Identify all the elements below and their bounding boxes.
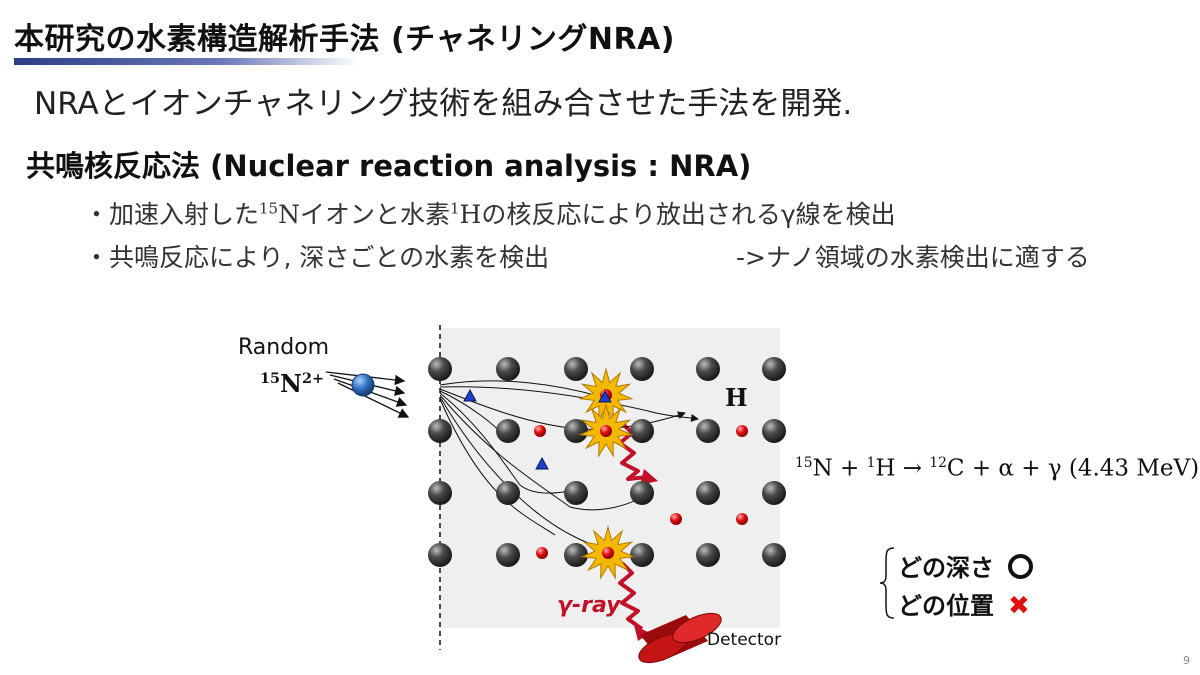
detector-label: Detector (707, 630, 782, 650)
channeling-diagram: Random 15N2+ H 15N + 1H → 12C + α + γ (4… (230, 325, 1200, 675)
hydrogen-atom (536, 547, 548, 559)
legend-position: どの位置✖ (898, 591, 1030, 621)
lattice-atom (630, 357, 654, 381)
gamma-ray-arrowhead-2 (634, 625, 650, 641)
section-heading: 共鳴核反応法 (Nuclear reaction analysis : NRA) (26, 149, 752, 183)
lattice-atom (496, 543, 520, 567)
crystal-lattice-region (440, 328, 780, 628)
hydrogen-label: H (725, 383, 748, 412)
lattice-atom (564, 357, 588, 381)
gamma-ray-arrowhead-1 (640, 469, 658, 485)
legend-brace (879, 547, 895, 619)
lattice-atom (696, 481, 720, 505)
bullet-depth-detection: ・共鳴反応により, 深さごとの水素を検出 (84, 243, 550, 272)
lattice-atom (564, 543, 588, 567)
lattice-atom (696, 543, 720, 567)
hydrogen-atom (736, 425, 748, 437)
lattice-atom (564, 419, 588, 443)
title-underline (14, 58, 359, 65)
cross-ng-icon: ✖ (1008, 591, 1030, 621)
slide-title: 本研究の水素構造解析手法 (チャネリングNRA) (14, 22, 675, 57)
nitrogen-ion (351, 373, 375, 397)
lattice-atom (564, 481, 588, 505)
lattice-atom (428, 357, 452, 381)
lattice-atoms (428, 357, 786, 567)
gamma-ray-label: γ-ray (557, 593, 621, 618)
lattice-atom (762, 357, 786, 381)
detector (638, 612, 722, 664)
legend-depth: どの深さ (898, 548, 1033, 583)
nano-note: ->ナノ領域の水素検出に適する (736, 243, 1090, 272)
lattice-atom (496, 481, 520, 505)
random-label: Random (238, 335, 330, 360)
lattice-atom (630, 419, 654, 443)
hydrogen-atom (670, 513, 682, 525)
hydrogen-atoms (534, 425, 748, 559)
lattice-atom (696, 357, 720, 381)
scatter-markers (463, 388, 612, 470)
lattice-atom (428, 419, 452, 443)
slide-subtitle: NRAとイオンチャネリング技術を組み合させた手法を開発. (34, 86, 853, 122)
lattice-atom (762, 419, 786, 443)
lattice-atom (496, 357, 520, 381)
lattice-atom (696, 419, 720, 443)
lattice-atom (428, 543, 452, 567)
bullet-nra-detection: ・加速入射した15Nイオンと水素1Hの核反応により放出されるγ線を検出 (84, 199, 896, 229)
page-number: 9 (1183, 654, 1190, 667)
reacting-hydrogen-atom (602, 547, 614, 559)
lattice-atom (762, 481, 786, 505)
lattice-atom (496, 419, 520, 443)
gamma-ray-wave-2 (618, 561, 644, 631)
lattice-atom (762, 543, 786, 567)
hydrogen-atom (534, 425, 546, 437)
reaction-bursts (578, 367, 636, 580)
reaction-equation: 15N + 1H → 12C + α + γ (4.43 MeV) (795, 455, 1200, 482)
circle-ok-icon (1008, 554, 1033, 579)
lattice-atom (630, 481, 654, 505)
diagram-canvas (325, 325, 786, 664)
ion-label: 15N2+ (260, 369, 325, 398)
lattice-atom (630, 543, 654, 567)
lattice-atom (428, 481, 452, 505)
hydrogen-atom (736, 513, 748, 525)
reacting-hydrogen-atom (600, 425, 612, 437)
